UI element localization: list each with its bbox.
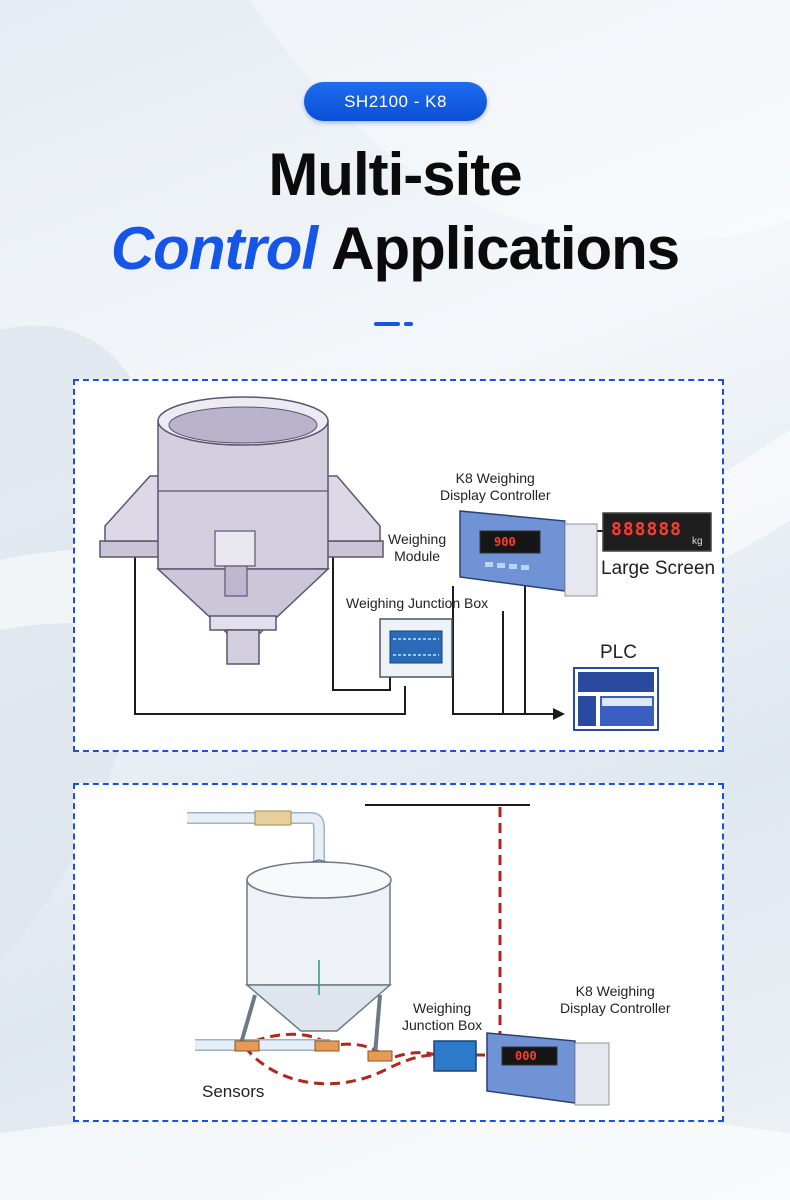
controller-2-digits: 000	[515, 1049, 537, 1063]
large-screen-digits: 888888	[611, 519, 683, 540]
plc-device	[573, 667, 659, 731]
diagram-1-drawing	[99, 396, 712, 731]
diagram-2-drawing	[187, 804, 610, 1106]
controller-1-digits: 900	[494, 535, 516, 549]
large-screen-unit: kg	[692, 536, 703, 547]
hopper-illustration	[99, 396, 384, 665]
sensors-label: Sensors	[202, 1082, 265, 1101]
model-badge: SH2100 - K8	[304, 82, 487, 121]
large-screen	[602, 512, 712, 552]
junction-box-2-label: Weighing Junction Box	[402, 1000, 483, 1033]
controller-1	[459, 510, 598, 597]
junction-box-1-label: Weighing Junction Box	[346, 595, 489, 611]
controller-2	[486, 1032, 610, 1106]
large-screen-label: Large Screen	[601, 558, 716, 579]
plc-label: PLC	[600, 642, 637, 663]
arrow-to-plc	[523, 708, 565, 720]
controller-2-label: K8 Weighing Display Controller	[560, 983, 671, 1016]
title-underline-dot	[404, 322, 413, 326]
silo-illustration	[187, 810, 393, 1062]
diagram-panel-2: Weighing Junction Box K8 Weighing Displa…	[73, 783, 724, 1122]
page-title-line1: Multi-site	[268, 141, 522, 208]
title-underline-long	[374, 322, 400, 326]
title-accent-word: Control	[110, 215, 318, 282]
junction-box-1	[379, 618, 453, 678]
junction-box-2	[433, 1040, 477, 1072]
controller-1-label: K8 Weighing Display Controller	[440, 470, 551, 503]
diagram-panel-1: K8 Weighing Display Controller Weighing …	[73, 379, 724, 752]
title-rest-word: Applications	[331, 215, 680, 282]
module-label: Weighing Module	[388, 531, 447, 564]
